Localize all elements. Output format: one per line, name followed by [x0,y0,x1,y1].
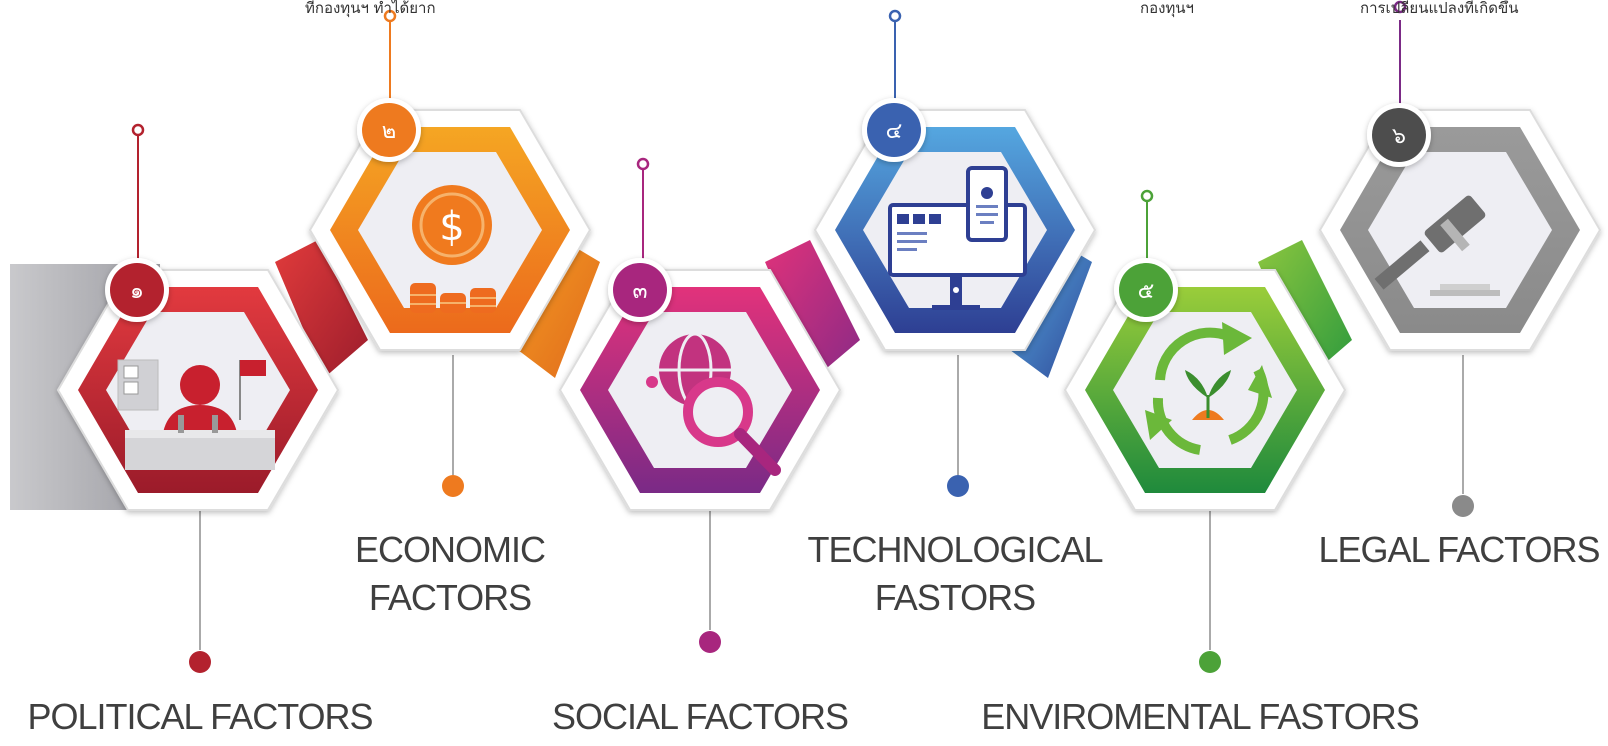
gavel-icon [1374,195,1500,296]
badge-number-4: ๔ [886,119,903,144]
pin-top-social [636,157,650,171]
label-political: POLITICAL FACTORS [27,696,373,737]
badge-number-2: ๒ [382,119,397,144]
hex-environmental [1063,189,1347,673]
pin-bottom-legal [1452,495,1474,517]
dollar-sign-icon: $ [439,204,464,250]
pin-bottom-technological [947,475,969,497]
pin-top-technological [888,9,902,23]
hex-technological [813,9,1097,497]
hex-legal [1318,0,1602,517]
hex-political [56,123,340,673]
pin-bottom-social [699,631,721,653]
connector-4-5 [1010,240,1092,378]
label-environmental: ENVIROMENTAL FASTORS [981,696,1419,737]
computer-phone-icon [888,166,1027,310]
pin-bottom-environmental [1199,651,1221,673]
globe-magnifier-icon [646,332,781,476]
pin-top-economic [383,9,397,23]
label-legal: LEGAL FACTORS [1318,529,1600,570]
label-social: SOCIAL FACTORS [551,696,849,737]
politician-podium-icon [117,359,275,470]
pin-bottom-economic [442,475,464,497]
pin-bottom-political [189,651,211,673]
recycle-sprout-icon [1145,322,1272,455]
pin-top-legal [1393,0,1407,14]
label-economic: ECONOMIC FACTORS [355,529,546,618]
label-technological: TECHNOLOGICAL FASTORS [807,529,1103,618]
badge-number-5: ๕ [1138,279,1155,304]
top-note-legal: การเปลี่ยนแปลงที่เกิดขึ้น [1360,0,1519,17]
hex-economic [308,9,592,497]
dollar-coins-icon [410,185,496,313]
badge-number-1: ๑ [130,279,144,304]
connector-1-2 [275,240,368,378]
badge-number-6: ๖ [1392,124,1406,149]
pin-top-political [131,123,145,137]
connector-2-3 [518,240,600,378]
connector-3-4 [765,240,860,378]
pin-top-environmental [1140,189,1154,203]
connector-5-6 [1258,240,1352,378]
top-note-economic: ที่กองทุนฯ ทำได้ยาก [305,0,436,17]
top-note-environmental: กองทุนฯ [1140,0,1194,17]
hex-social [558,157,842,653]
badge-number-3: ๓ [632,279,647,304]
